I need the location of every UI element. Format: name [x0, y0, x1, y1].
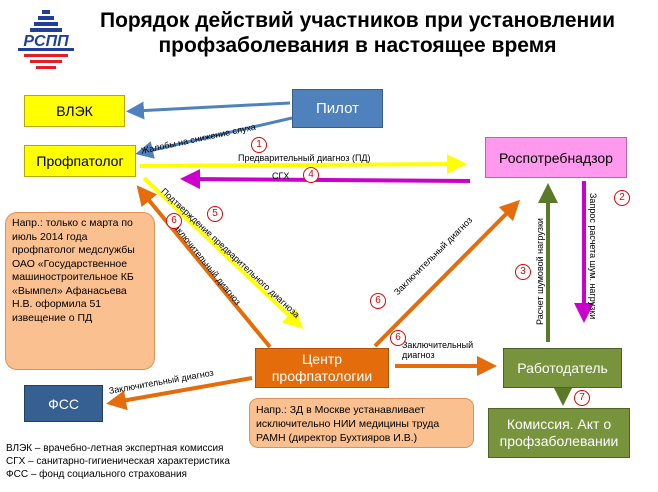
step-marker-3: 3 — [515, 264, 531, 280]
node-profpatolog: Профпатолог — [24, 145, 136, 177]
label-prelim-diagnosis: Предварительный диагноз (ПД) — [238, 153, 371, 163]
label-sgkh: СГХ — [272, 171, 290, 181]
arrow-pilot-to-profpatolog — [135, 116, 293, 159]
node-pilot: Пилот — [292, 89, 383, 128]
step-marker-7: 7 — [574, 390, 590, 406]
note-example-vympel: Напр.: только с марта по июль 2014 года … — [5, 212, 155, 370]
node-center: Центр профпатологии — [255, 348, 389, 388]
step-marker-5: 5 — [207, 206, 223, 222]
note-example-moscow: Напр.: ЗД в Москве устанавливает исключи… — [249, 398, 474, 448]
node-commission: Комиссия. Акт о профзаболевании — [488, 408, 630, 458]
arrow-final-to-rosp — [373, 199, 521, 348]
arrow-prelim-diagnosis — [139, 154, 467, 175]
legend-item: ВЛЭК – врачебно-летная экспертная комисс… — [6, 443, 224, 454]
arrow-sgkh — [180, 169, 471, 190]
step-marker-2: 2 — [614, 190, 630, 206]
step-marker-6a: 6 — [166, 213, 182, 229]
logo-text: РСПП — [23, 33, 69, 50]
arrow-confirm-prelim — [142, 176, 304, 329]
node-rospotrebnadzor: Роспотребнадзор — [485, 137, 627, 178]
label-noise-request: Запрос расчета шум. нагрузки — [588, 193, 598, 320]
arrow-final-to-profpatolog — [136, 185, 272, 349]
page-title: Порядок действий участников при установл… — [99, 9, 616, 57]
step-marker-6b: 6 — [370, 293, 386, 309]
step-marker-6c: 6 — [390, 330, 406, 346]
rspp-logo: РСПП — [8, 4, 88, 84]
node-vlek: ВЛЭК — [24, 95, 125, 127]
node-fss: ФСС — [24, 385, 103, 422]
step-marker-4: 4 — [303, 167, 319, 183]
legend-item: СГХ – санитарно-гигиеническая характерис… — [6, 456, 230, 467]
legend-item: ФСС – фонд социального страхования — [6, 469, 187, 480]
logo-stripes — [18, 10, 74, 69]
node-employer: Работодатель — [503, 348, 622, 388]
label-noise-calc: Расчет шумовой нагрузки — [535, 218, 545, 325]
step-marker-1: 1 — [251, 137, 267, 153]
arrow-pilot-to-vlek — [126, 101, 291, 120]
legend: ВЛЭК – врачебно-летная экспертная комисс… — [6, 442, 230, 481]
label-final-to-employer: Заключительный диагноз — [402, 340, 474, 360]
arrow-final-to-fss — [106, 376, 253, 411]
